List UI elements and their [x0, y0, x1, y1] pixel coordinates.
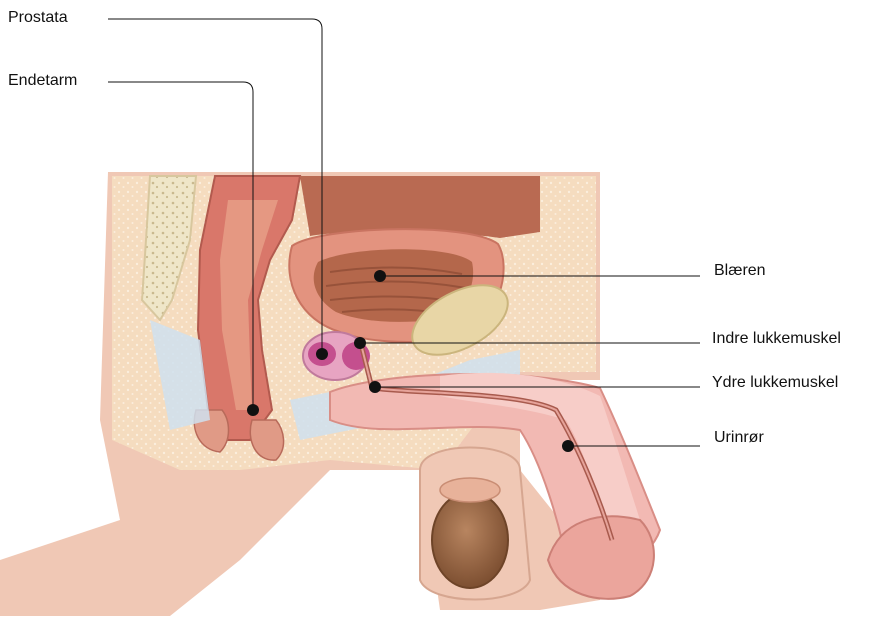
label-blaeren: Blæren: [714, 262, 766, 280]
label-urinror: Urinrør: [714, 429, 764, 447]
label-ydre-lukkemuskel: Ydre lukkemuskel: [712, 374, 838, 392]
dot-indre-lukkemuskel: [354, 337, 366, 349]
label-prostata: Prostata: [8, 9, 68, 27]
epididymis: [440, 478, 500, 502]
testis: [432, 492, 508, 588]
dot-endetarm: [247, 404, 259, 416]
dot-urinror: [562, 440, 574, 452]
dot-ydre-lukkemuskel: [369, 381, 381, 393]
label-endetarm: Endetarm: [8, 72, 77, 90]
dot-blaeren: [374, 270, 386, 282]
dot-prostata: [316, 348, 328, 360]
label-indre-lukkemuskel: Indre lukkemuskel: [712, 330, 841, 348]
